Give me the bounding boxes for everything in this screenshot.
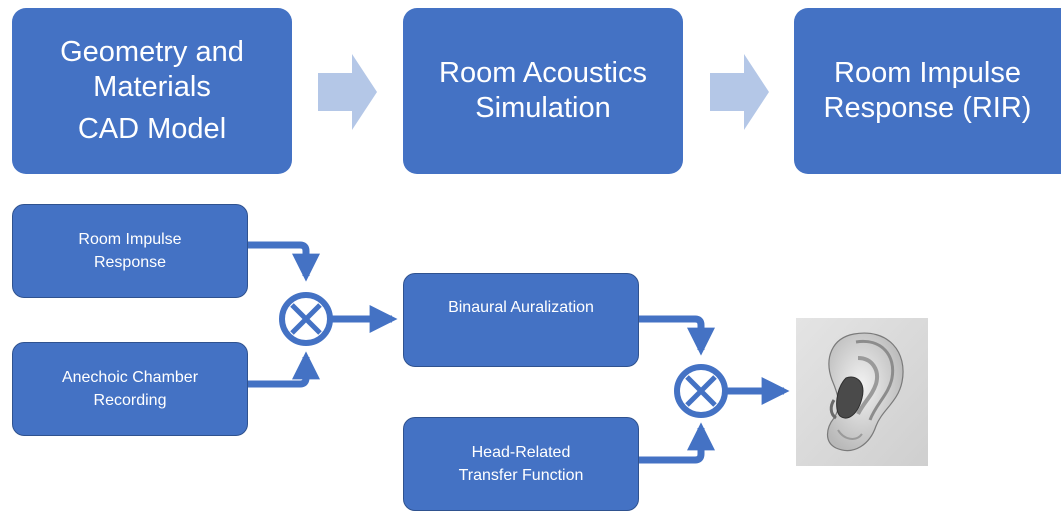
rir-box-line1: Room Impulse [834,56,1021,89]
rir-box-line2: Response (RIR) [823,92,1032,124]
anechoic-line1: Anechoic Chamber [61,368,199,386]
rir-input-line2: Response [93,254,167,271]
block-arrow-1 [318,54,377,130]
convolution-operator-icon [674,364,728,418]
convolution-operator-icon [279,292,333,346]
simulation-box-line1: Room Acoustics [439,56,647,89]
connector-anechoic-to-op1 [248,351,320,388]
hrtf-line1: Head-Related [471,443,571,461]
geometry-box-line3: CAD Model [77,112,227,145]
geometry-materials-box: Geometry and Materials CAD Model [12,8,292,174]
anechoic-line2: Recording [93,392,167,409]
connector-hrtf-to-op2 [639,422,715,464]
binaural-auralization-box: Binaural Auralization [403,273,639,367]
room-impulse-response-box: Room Impulse Response (RIR) [794,8,1061,174]
hrtf-line2: Transfer Function [458,467,584,484]
geometry-box-line2: Materials [93,71,211,104]
block-arrow-2 [710,54,769,130]
rir-input-box: Room Impulse Response [12,204,248,298]
ear-image [796,318,928,466]
simulation-box-line2: Simulation [475,92,611,124]
binaural-label: Binaural Auralization [448,299,594,317]
rir-input-line1: Room Impulse [78,230,182,248]
room-acoustics-simulation-box: Room Acoustics Simulation [403,8,683,174]
hrtf-box: Head-Related Transfer Function [403,417,639,511]
connector-binaural-to-op2 [639,315,715,356]
geometry-box-line1: Geometry and [60,35,244,68]
anechoic-recording-box: Anechoic Chamber Recording [12,342,248,436]
connector-rir-to-op1 [248,241,320,282]
